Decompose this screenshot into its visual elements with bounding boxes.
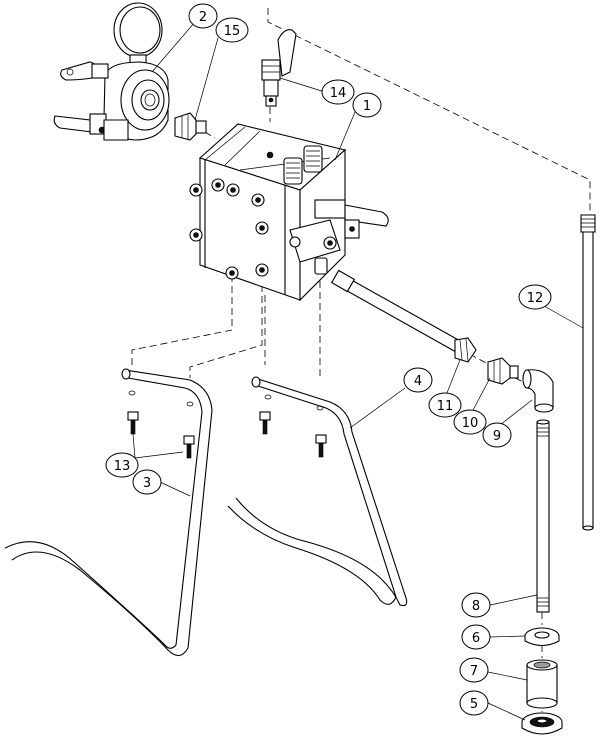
callout-4: 4 [403,367,433,393]
callout-7: 7 [459,657,489,683]
callout-6: 6 [461,624,491,650]
callout-3: 3 [132,469,162,495]
callout-12-label: 12 [527,291,544,306]
callout-1: 1 [352,92,382,118]
pressure-gauge-assembly [53,2,170,141]
callout-7-label: 7 [470,664,478,679]
callout-3-label: 3 [143,476,151,491]
callout-14: 14 [321,79,355,105]
callout-13: 13 [105,452,139,478]
elbow-9 [522,369,554,413]
frame-leg-4 [227,376,408,607]
callout-15-label: 15 [224,24,241,39]
callout-13-label: 13 [114,459,131,474]
callout-15: 15 [215,17,249,43]
tube-8 [536,419,550,613]
callout-2-label: 2 [199,10,207,25]
callout-8-label: 8 [472,599,480,614]
callout-1-label: 1 [363,99,371,114]
callout-10-label: 10 [462,416,479,431]
rod-12 [580,214,596,531]
frame-leg-3 [4,368,213,657]
bearing-5 [521,712,563,735]
callout-14-label: 14 [330,86,347,101]
callout-5: 5 [459,690,489,716]
callout-12: 12 [518,284,552,310]
callout-9-label: 9 [493,429,501,444]
manifold-block [189,123,389,302]
sleeve-7 [526,659,558,709]
hose-11 [330,269,477,363]
callout-5-label: 5 [470,697,478,712]
callout-9: 9 [482,422,512,448]
callout-8: 8 [461,592,491,618]
fitting-15 [174,112,207,141]
callout-6-label: 6 [472,631,480,646]
callout-10: 10 [453,409,487,435]
callout-4-label: 4 [414,374,422,389]
bolts-13 [127,411,327,459]
washer-6 [524,627,560,647]
callout-11-label: 11 [437,399,454,414]
fitting-10 [487,357,519,385]
callout-2: 2 [188,3,218,29]
callout-11: 11 [428,392,462,418]
valve-14 [261,29,297,107]
